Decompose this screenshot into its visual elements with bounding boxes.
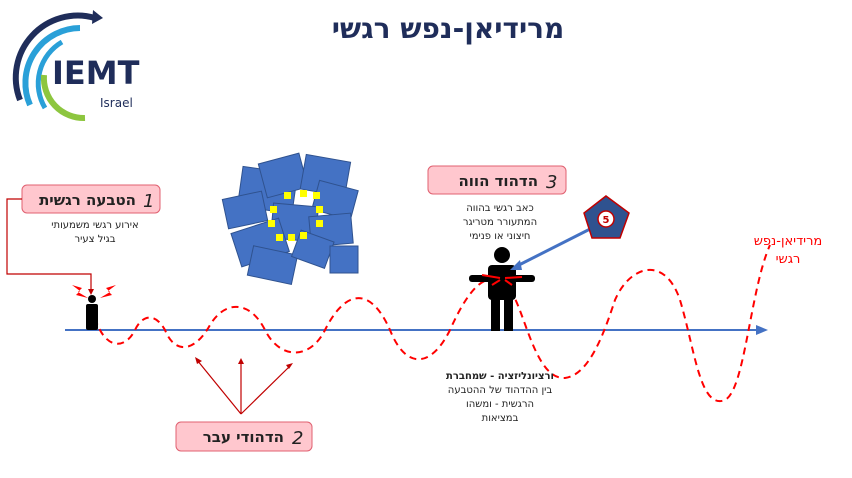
logo-sub: Israel <box>100 96 133 110</box>
rationalization-4: במציאות <box>482 413 519 424</box>
step1-title: הטבעה רגשית <box>39 191 136 209</box>
step3-title: הדהוד הווה <box>458 172 538 190</box>
step2-box <box>175 421 313 452</box>
step1-number: 1 <box>143 191 154 212</box>
rationalization-1: ורציונליזציה - שמחברת <box>446 371 554 382</box>
step3-desc-1: כאב רגשי בהווה <box>466 203 534 214</box>
step3-desc-3: חיצוני או פנימי <box>470 231 531 242</box>
step2-title: הדהודי עבר <box>203 428 284 446</box>
rationalization-3: הרגשית - ומשהו <box>466 399 534 410</box>
small-person-icon <box>86 295 98 330</box>
iemt-logo: IEMT Israel <box>12 10 140 122</box>
past-echo-arrows <box>196 359 291 415</box>
step3-desc-2: המתעורר מטריגר <box>463 217 537 228</box>
scattered-memories-icon <box>221 152 359 286</box>
axis-arrow-icon <box>756 325 768 335</box>
lightning-icon <box>72 285 116 298</box>
trigger-marks <box>481 274 523 286</box>
pentagon-icon: 5 <box>583 195 630 239</box>
meridian-label-1: מרידיאן-נפש <box>754 234 823 249</box>
step1-connector <box>6 198 92 290</box>
step1-desc-1: אירוע רגשי משמעותי <box>51 220 138 231</box>
person-icon <box>469 247 535 331</box>
page-title: מרידיאן-נפש רגשי <box>332 12 565 45</box>
meridian-label-2: רגשי <box>776 252 801 267</box>
logo-brand: IEMT <box>52 54 140 92</box>
step3-box <box>427 165 567 195</box>
pentagon-number: 5 <box>603 215 610 226</box>
step3-number: 3 <box>546 172 557 193</box>
step2-number: 2 <box>292 428 303 449</box>
emotional-wave <box>94 244 771 403</box>
yellow-dots <box>268 190 323 241</box>
rationalization-2: בין ההדהוד של ההטבעה <box>448 385 553 396</box>
trigger-arrow <box>514 223 599 269</box>
step1-desc-2: בגיל צעיר <box>74 234 115 245</box>
